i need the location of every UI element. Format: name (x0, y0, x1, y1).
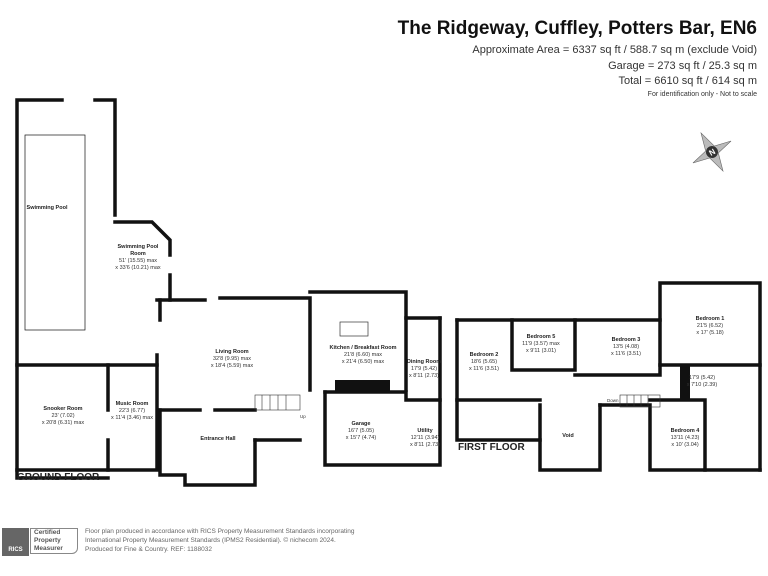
first-floor-walls (455, 281, 762, 472)
property-title: The Ridgeway, Cuffley, Potters Bar, EN6 (397, 18, 757, 39)
disclaimer-note: For identification only - Not to scale (647, 91, 757, 98)
room-entrance-hall: Entrance Hall (200, 436, 236, 442)
rics-logo: RICS (2, 528, 29, 556)
total-area: Total = 6610 sq ft / 614 sq m (618, 75, 758, 87)
first-floor-label: FIRST FLOOR (458, 442, 525, 453)
room-void: Void (562, 433, 574, 439)
ground-floor-walls (15, 98, 442, 487)
staircase-first (619, 394, 661, 408)
approximate-area: Approximate Area = 6337 sq ft / 588.7 sq… (472, 44, 757, 56)
first-floor-chimney (680, 365, 690, 400)
stairs-down-label: Down (607, 398, 619, 403)
staircase-ground (254, 394, 301, 411)
footer-text: Floor plan produced in accordance with R… (85, 528, 355, 553)
garage-area: Garage = 273 sq ft / 25.3 sq m (608, 60, 757, 72)
swimming-pool-basin (24, 134, 86, 331)
stairs-up-label: Up (300, 414, 306, 419)
compass-icon: N (692, 131, 732, 173)
ground-floor-label: GROUND FLOOR (17, 472, 100, 483)
compass-label: N (707, 147, 717, 158)
kitchen-island (339, 321, 369, 337)
chimney-breast (335, 380, 390, 391)
room-swimming-pool: Swimming Pool (26, 205, 68, 211)
room-dressing: 17'9 (5.42)x 7'10 (2.39) (686, 375, 718, 388)
